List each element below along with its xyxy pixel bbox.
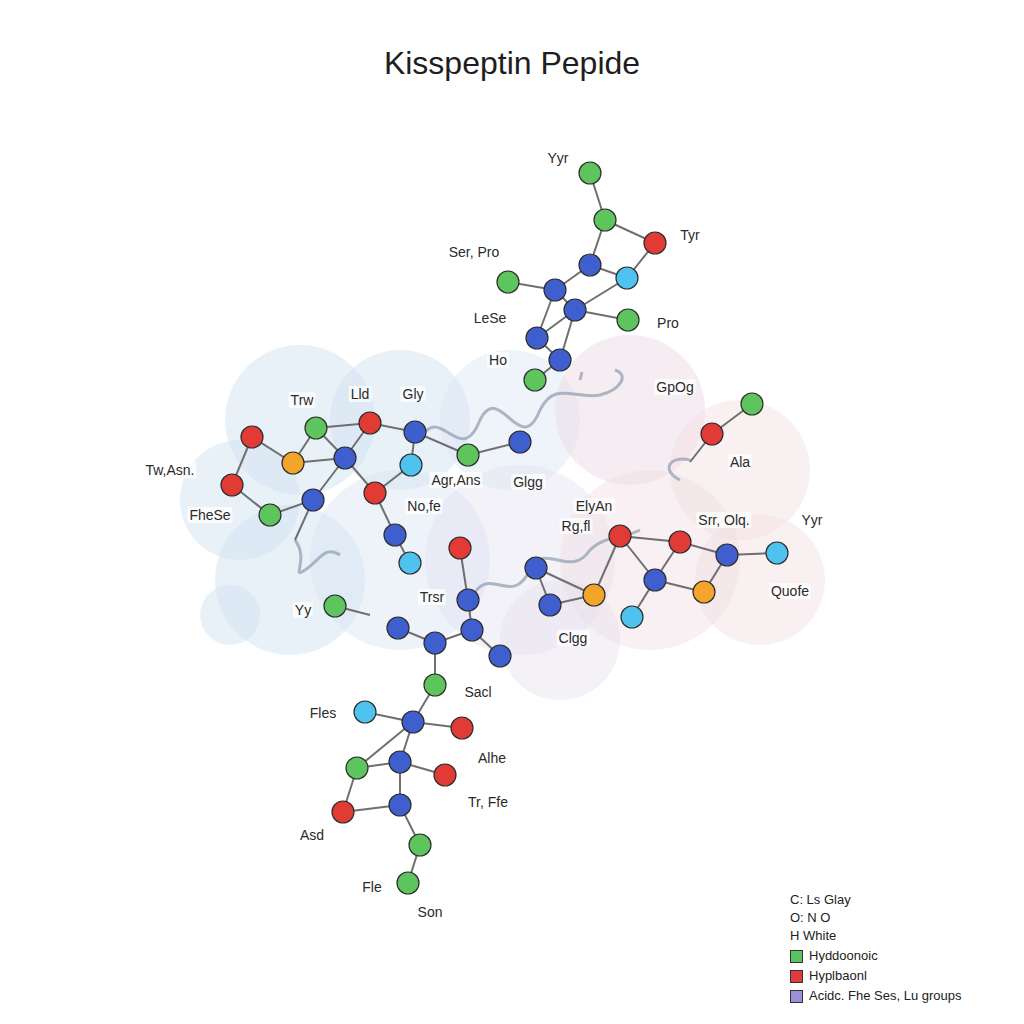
legend-note: O: N O	[790, 910, 830, 926]
legend-text: Acidc. Fhe Ses, Lu groups	[809, 988, 961, 1004]
residue-label: Yyr	[800, 512, 825, 528]
legend-row: Acidc. Fhe Ses, Lu groups	[790, 988, 961, 1004]
bonds	[232, 173, 777, 883]
legend-swatch	[790, 950, 803, 963]
residue-label: Yy	[293, 602, 313, 618]
atoms	[221, 162, 788, 894]
residue-label: Ala	[728, 454, 752, 470]
surface-blobs	[180, 335, 825, 700]
residue-label: Ho	[487, 352, 509, 368]
legend-swatch	[790, 990, 803, 1003]
residue-label: No,fe	[405, 498, 442, 514]
legend-row: Hyddoonoic	[790, 948, 878, 964]
residue-label: Clgg	[557, 630, 590, 646]
residue-label: Rg,fl	[560, 518, 593, 534]
residue-label: Agr,Ans	[429, 472, 482, 488]
residue-label: Trw	[289, 392, 316, 408]
helix-ribbons	[295, 370, 690, 600]
residue-label: Fle	[360, 879, 383, 895]
residue-label: Lld	[349, 386, 372, 402]
legend-text: Hyddoonoic	[809, 948, 878, 964]
residue-label: Sacl	[462, 684, 493, 700]
residue-label: Alhe	[476, 750, 508, 766]
residue-label: Quofe	[769, 583, 811, 599]
residue-label: Srr, Olq.	[696, 512, 751, 528]
residue-label: Fles	[308, 705, 338, 721]
residue-label: FheSe	[187, 507, 232, 523]
residue-label: Ser, Pro	[447, 244, 502, 260]
residue-label: LeSe	[472, 310, 509, 326]
residue-label: Tr, Ffe	[466, 794, 510, 810]
legend-note: C: Ls Glay	[790, 892, 851, 908]
residue-label: Tw,Asn.	[143, 462, 196, 478]
legend-text: Hyplbaonl	[809, 968, 867, 984]
residue-label: Pro	[655, 315, 681, 331]
residue-label: Asd	[298, 827, 326, 843]
residue-label: Son	[416, 904, 445, 920]
residue-label: Gly	[401, 386, 426, 402]
legend-note: H White	[790, 928, 836, 944]
legend-row: Hyplbaonl	[790, 968, 867, 984]
residue-label: Tyr	[678, 227, 701, 243]
residue-label: Yyr	[546, 150, 571, 166]
residue-label: GpOg	[654, 379, 695, 395]
diagram-title: Kisspeptin Pepide	[384, 45, 640, 82]
residue-label: Glgg	[511, 474, 545, 490]
residue-label: ElyAn	[574, 498, 615, 514]
legend-swatch	[790, 970, 803, 983]
residue-label: Trsr	[418, 589, 446, 605]
